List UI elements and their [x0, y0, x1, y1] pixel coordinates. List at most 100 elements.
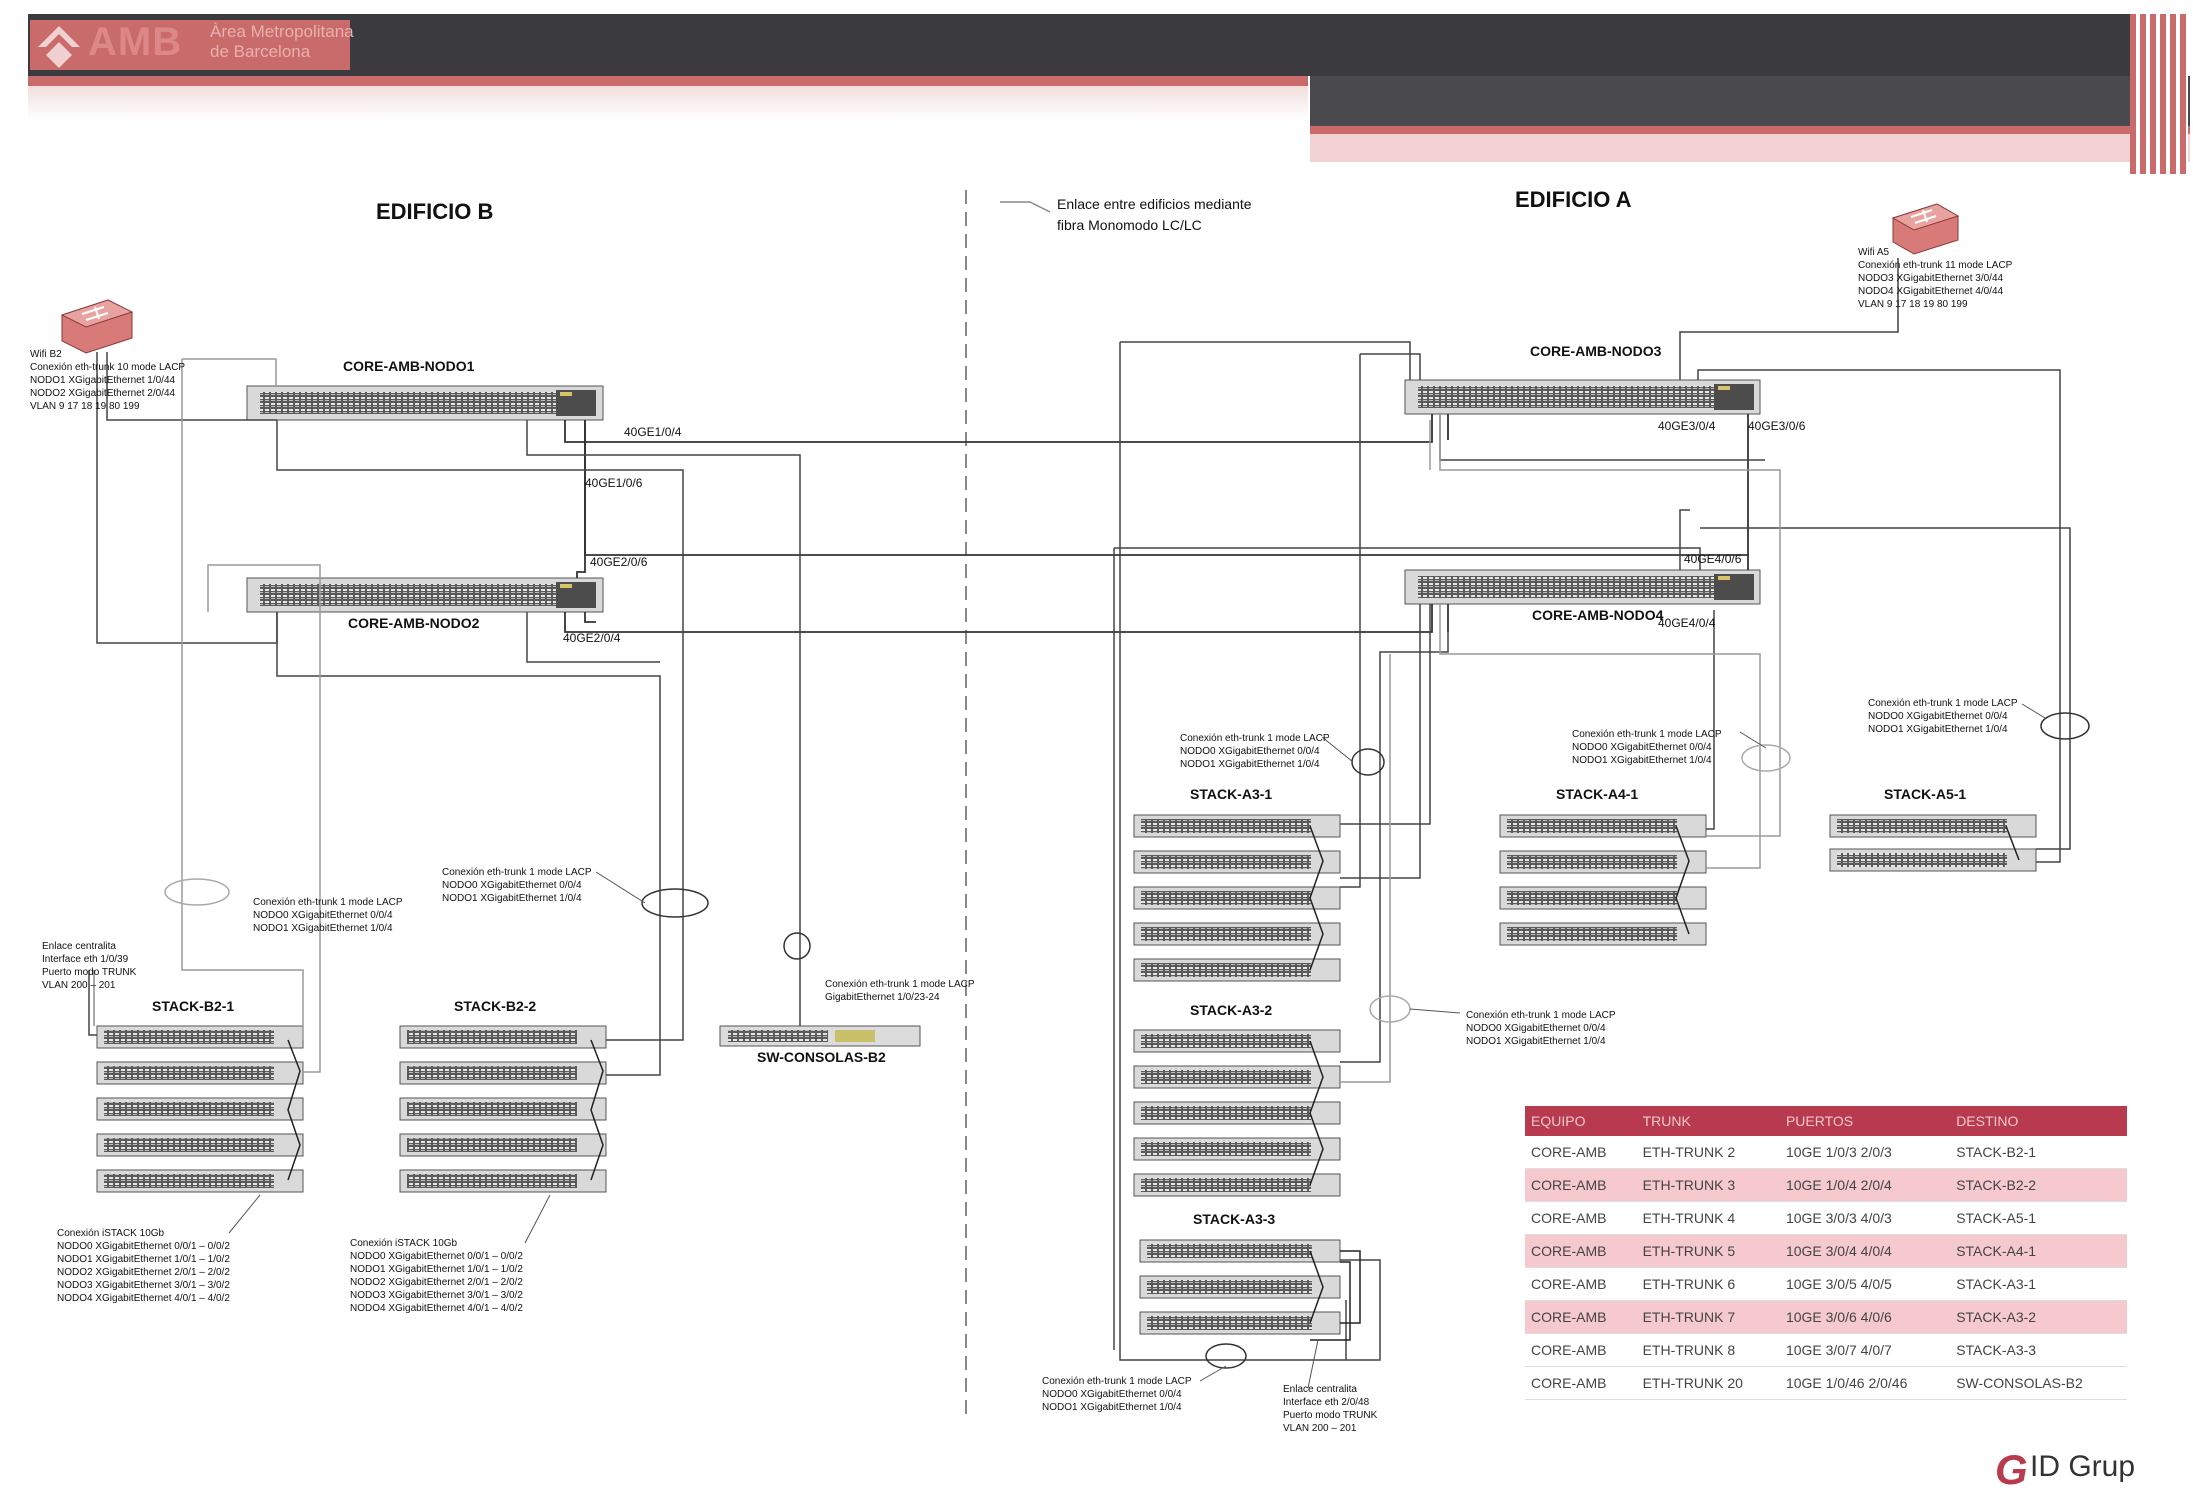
cell-equipo: CORE-AMB [1525, 1234, 1637, 1268]
building-a-links [1113, 258, 2071, 1361]
fibre-links [564, 414, 1749, 633]
wifi-router-b2-icon [60, 299, 134, 354]
label-stack-a5-1: STACK-A5-1 [1884, 786, 1967, 802]
stack-b2-2-switches [399, 1025, 607, 1193]
brand-logo-icon: G [1995, 1446, 2028, 1493]
logo-text: AMB [88, 20, 183, 64]
cell-destino: STACK-A5-1 [1950, 1201, 2127, 1235]
note-enlace-centralita-b: Enlace centralita Interface eth 1/0/39 P… [42, 941, 137, 991]
label-stack-b2-1: STACK-B2-1 [152, 998, 235, 1014]
port-label-40ge1-0-6: 40GE1/0/6 [585, 476, 643, 490]
sw-consolas-switch [719, 1025, 921, 1047]
label-core-nodo1: CORE-AMB-NODO1 [343, 358, 475, 374]
link-callout-line [1000, 201, 1051, 213]
cell-destino: STACK-A3-2 [1950, 1300, 2127, 1334]
port-label-40ge1-0-4: 40GE1/0/4 [624, 425, 682, 439]
cell-puertos: 10GE 3/0/4 4/0/4 [1779, 1234, 1951, 1268]
cell-equipo: CORE-AMB [1525, 1333, 1637, 1367]
note-a3-1-trunk: Conexión eth-trunk 1 mode LACP NODO0 XGi… [1180, 733, 1330, 770]
label-sw-consolas: SW-CONSOLAS-B2 [757, 1049, 886, 1065]
note-a5-1-trunk: Conexión eth-trunk 1 mode LACP NODO0 XGi… [1868, 698, 2018, 735]
label-stack-a3-3: STACK-A3-3 [1193, 1211, 1276, 1227]
label-stack-a3-2: STACK-A3-2 [1190, 1002, 1273, 1018]
building-a-grey-links [1340, 414, 1781, 1083]
switch-core-nodo3 [1404, 379, 1761, 415]
switch-core-nodo2 [246, 577, 604, 613]
header-fade [28, 86, 1308, 120]
note-wifi-a5: Wifi A5 Conexión eth-trunk 11 mode LACP … [1858, 247, 2013, 310]
amb-logo-icon [38, 26, 80, 68]
note-istack-b2-1: Conexión iSTACK 10Gb NODO0 XGigabitEther… [57, 1228, 230, 1304]
cell-trunk: ETH-TRUNK 7 [1636, 1300, 1780, 1334]
cell-puertos: 10GE 3/0/5 4/0/5 [1779, 1267, 1951, 1301]
stack-a5-1-switches [1829, 814, 2037, 872]
stack-a-chains [1309, 825, 2020, 1341]
note-a3-2-trunk: Conexión eth-trunk 1 mode LACP NODO0 XGi… [1466, 1010, 1616, 1047]
port-label-40ge2-0-6: 40GE2/0/6 [590, 555, 648, 569]
stack-a4-1-switches [1499, 814, 1707, 946]
note-b2-2-trunk: Conexión eth-trunk 1 mode LACP NODO0 XGi… [442, 867, 592, 904]
label-core-nodo3: CORE-AMB-NODO3 [1530, 343, 1662, 359]
label-stack-a4-1: STACK-A4-1 [1556, 786, 1639, 802]
building-b-grey-links [181, 358, 321, 1073]
cell-destino: STACK-A3-3 [1950, 1333, 2127, 1367]
cell-equipo: CORE-AMB [1525, 1267, 1637, 1301]
note-a4-1-trunk: Conexión eth-trunk 1 mode LACP NODO0 XGi… [1572, 729, 1722, 766]
cell-destino: STACK-A3-1 [1950, 1267, 2127, 1301]
header-band [28, 14, 2188, 76]
switch-core-nodo4 [1404, 569, 1761, 605]
note-istack-b2-2: Conexión iSTACK 10Gb NODO0 XGigabitEther… [350, 1238, 523, 1314]
cell-trunk: ETH-TRUNK 6 [1636, 1267, 1780, 1301]
port-label-40ge2-0-4: 40GE2/0/4 [563, 631, 621, 645]
header-puertos: PUERTOS [1779, 1106, 1951, 1136]
header-right-fade [1310, 134, 2190, 162]
stack-a3-2-switches [1133, 1029, 1341, 1197]
port-label-40ge4-0-6: 40GE4/0/6 [1684, 552, 1742, 566]
header-trunk: TRUNK [1636, 1106, 1780, 1136]
cell-trunk: ETH-TRUNK 4 [1636, 1201, 1780, 1235]
cell-equipo: CORE-AMB [1525, 1201, 1637, 1235]
label-stack-a3-1: STACK-A3-1 [1190, 786, 1273, 802]
cell-equipo: CORE-AMB [1525, 1136, 1637, 1169]
stack-a3-1-switches [1133, 814, 1341, 982]
logo-subtitle-line2: de Barcelona [210, 42, 311, 61]
building-b-title: EDIFICIO B [376, 199, 494, 224]
cell-puertos: 10GE 3/0/7 4/0/7 [1779, 1333, 1951, 1367]
cell-destino: STACK-A4-1 [1950, 1234, 2127, 1268]
building-b-links [88, 352, 801, 1076]
header-destino: DESTINO [1950, 1106, 2127, 1136]
port-label-40ge4-0-4: 40GE4/0/4 [1658, 616, 1716, 630]
logo-subtitle-line1: Àrea Metropolitana [210, 22, 354, 41]
header-vertical-stripes [2130, 14, 2188, 174]
cell-destino: SW-CONSOLAS-B2 [1950, 1366, 2127, 1400]
label-core-nodo4: CORE-AMB-NODO4 [1532, 607, 1664, 623]
port-label-40ge3-0-6: 40GE3/0/6 [1748, 419, 1806, 433]
cell-trunk: ETH-TRUNK 2 [1636, 1136, 1780, 1169]
trunk-table-header: EQUIPO TRUNK PUERTOS DESTINO [1525, 1106, 2127, 1136]
header-equipo: EQUIPO [1525, 1106, 1637, 1136]
cell-trunk: ETH-TRUNK 20 [1636, 1366, 1780, 1400]
cell-puertos: 10GE 1/0/4 2/0/4 [1779, 1168, 1951, 1202]
header-accent-stripe [28, 76, 1308, 86]
cell-equipo: CORE-AMB [1525, 1366, 1637, 1400]
cell-puertos: 10GE 1/0/46 2/0/46 [1779, 1366, 1951, 1400]
wifi-router-a5-icon [1891, 203, 1960, 255]
building-a-title: EDIFICIO A [1515, 187, 1632, 212]
cell-puertos: 10GE 3/0/6 4/0/6 [1779, 1300, 1951, 1334]
inter-building-link-caption: Enlace entre edificios mediante fibra Mo… [1057, 196, 1252, 233]
header-right-block [1310, 76, 2190, 126]
cell-trunk: ETH-TRUNK 5 [1636, 1234, 1780, 1268]
callout-leaders [93, 703, 2046, 1389]
cell-trunk: ETH-TRUNK 8 [1636, 1333, 1780, 1367]
label-core-nodo2: CORE-AMB-NODO2 [348, 615, 480, 631]
cell-puertos: 10GE 3/0/3 4/0/3 [1779, 1201, 1951, 1235]
stack-a3-3-switches [1139, 1239, 1341, 1335]
logo-subtitle: Àrea Metropolitana de Barcelona [210, 22, 354, 62]
